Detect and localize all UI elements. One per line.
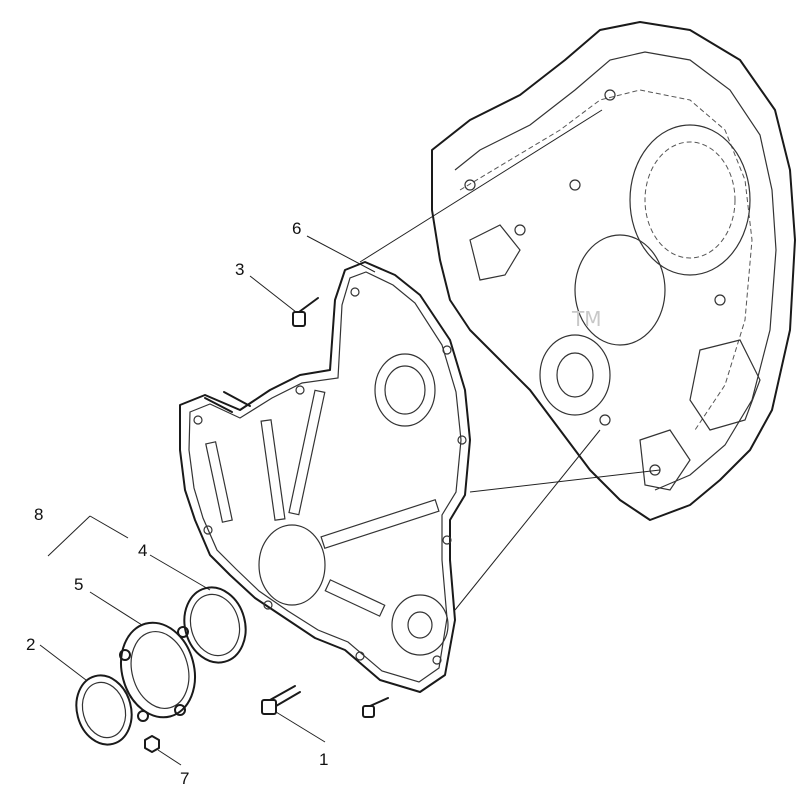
watermark: TM xyxy=(571,307,601,331)
bolt-part-3 xyxy=(292,297,319,327)
callout-5: 5 xyxy=(74,575,83,594)
projection-lines xyxy=(359,109,661,611)
callouts: 1 2 3 4 5 6 7 8 xyxy=(26,219,328,788)
gear-housing xyxy=(431,21,796,521)
callout-8: 8 xyxy=(34,505,43,524)
gear-cover xyxy=(179,261,471,693)
callout-6: 6 xyxy=(292,219,301,238)
bolt-part-1 xyxy=(261,685,301,715)
leader-lines xyxy=(39,235,376,766)
studs xyxy=(204,391,251,413)
callout-3: 3 xyxy=(235,260,244,279)
callout-7: 7 xyxy=(180,769,189,788)
callout-1: 1 xyxy=(319,750,328,769)
stud-bottom xyxy=(362,697,389,718)
callout-4: 4 xyxy=(138,541,147,560)
seal-part-4 xyxy=(183,586,247,664)
watermark-trademark: TM xyxy=(571,307,601,331)
callout-2: 2 xyxy=(26,635,35,654)
seal-carrier-part-5 xyxy=(119,621,196,722)
o-ring-part-2 xyxy=(75,674,133,746)
nut-part-7 xyxy=(144,735,160,753)
